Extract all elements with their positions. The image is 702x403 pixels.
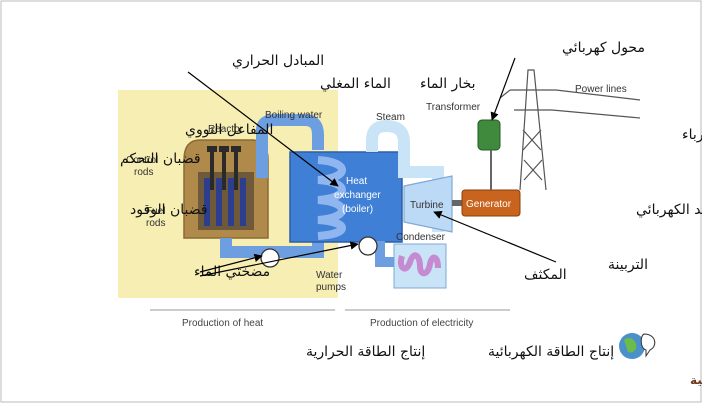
label-water-pumps-1: Water bbox=[316, 270, 343, 281]
label-water-pumps-2: pumps bbox=[316, 282, 346, 293]
ar-label-fuel-rods: قضبان الوقود bbox=[130, 202, 208, 218]
primary-hot-pipe bbox=[256, 114, 324, 178]
label-control-rods-2: rods bbox=[134, 167, 153, 178]
label-production-heat: Production of heat bbox=[182, 318, 263, 329]
pointer-arrows bbox=[187, 57, 557, 277]
label-transformer: Transformer bbox=[426, 102, 481, 113]
heat-exchanger-coil bbox=[317, 156, 346, 240]
ar-label-boiling-water: الماء المغلي bbox=[320, 76, 391, 92]
label-heat-exchanger-3: (boiler) bbox=[342, 204, 373, 215]
label-reactor: Reactor bbox=[208, 124, 244, 135]
label-fuel-rods-2: rods bbox=[146, 218, 165, 229]
fuel-rods bbox=[204, 178, 246, 226]
ar-label-turbine: التربينة bbox=[608, 257, 648, 273]
ar-label-heat-exchanger: المبادل الحراري bbox=[232, 53, 324, 69]
ar-label-water-pumps: مضختي الماء bbox=[194, 264, 270, 280]
power-line-tower bbox=[499, 69, 641, 191]
label-production-electricity: Production of electricity bbox=[370, 318, 473, 329]
ar-label-reactor: المفاعل النووي bbox=[185, 122, 273, 138]
label-control-rods-1: Control bbox=[126, 155, 158, 166]
ar-label-heat-production: إنتاج الطاقة الحرارية bbox=[306, 344, 425, 360]
label-condenser: Condenser bbox=[396, 232, 446, 243]
ar-label-steam: بخار الماء bbox=[420, 76, 476, 92]
ar-label-electricity-production: إنتاج الطاقة الكهربائية bbox=[488, 344, 614, 360]
steam-pipe bbox=[366, 119, 444, 232]
ar-label-generator: المولد الكهربائي bbox=[636, 202, 702, 218]
transformer bbox=[477, 119, 501, 151]
water-pump-secondary bbox=[358, 236, 378, 256]
brand-logo: القرية الالكترونية bbox=[619, 333, 702, 388]
label-generator: Generator bbox=[466, 199, 512, 210]
label-power-lines: Power lines bbox=[575, 84, 627, 95]
ar-label-condenser: المكثف bbox=[524, 267, 567, 283]
brand-name: القرية الالكترونية bbox=[690, 373, 702, 388]
turbine-shaft bbox=[452, 200, 462, 206]
label-boiling-water: Boiling water bbox=[265, 110, 323, 121]
ar-label-control-rods: قضبان التحكم bbox=[120, 151, 201, 167]
control-rods bbox=[207, 146, 241, 190]
ar-label-power-lines: خطوط نقل الكهرباء bbox=[682, 127, 702, 143]
ar-label-transformer: محول كهربائي bbox=[562, 40, 645, 56]
label-fuel-rods-1: Fuel bbox=[146, 206, 165, 217]
heat-exchanger-boiler bbox=[289, 151, 403, 243]
label-heat-exchanger-1: Heat bbox=[346, 176, 367, 187]
condenser-coil bbox=[398, 252, 441, 277]
label-heat-exchanger-2: exchanger bbox=[334, 190, 381, 201]
label-steam: Steam bbox=[376, 112, 405, 123]
label-turbine: Turbine bbox=[410, 200, 444, 211]
